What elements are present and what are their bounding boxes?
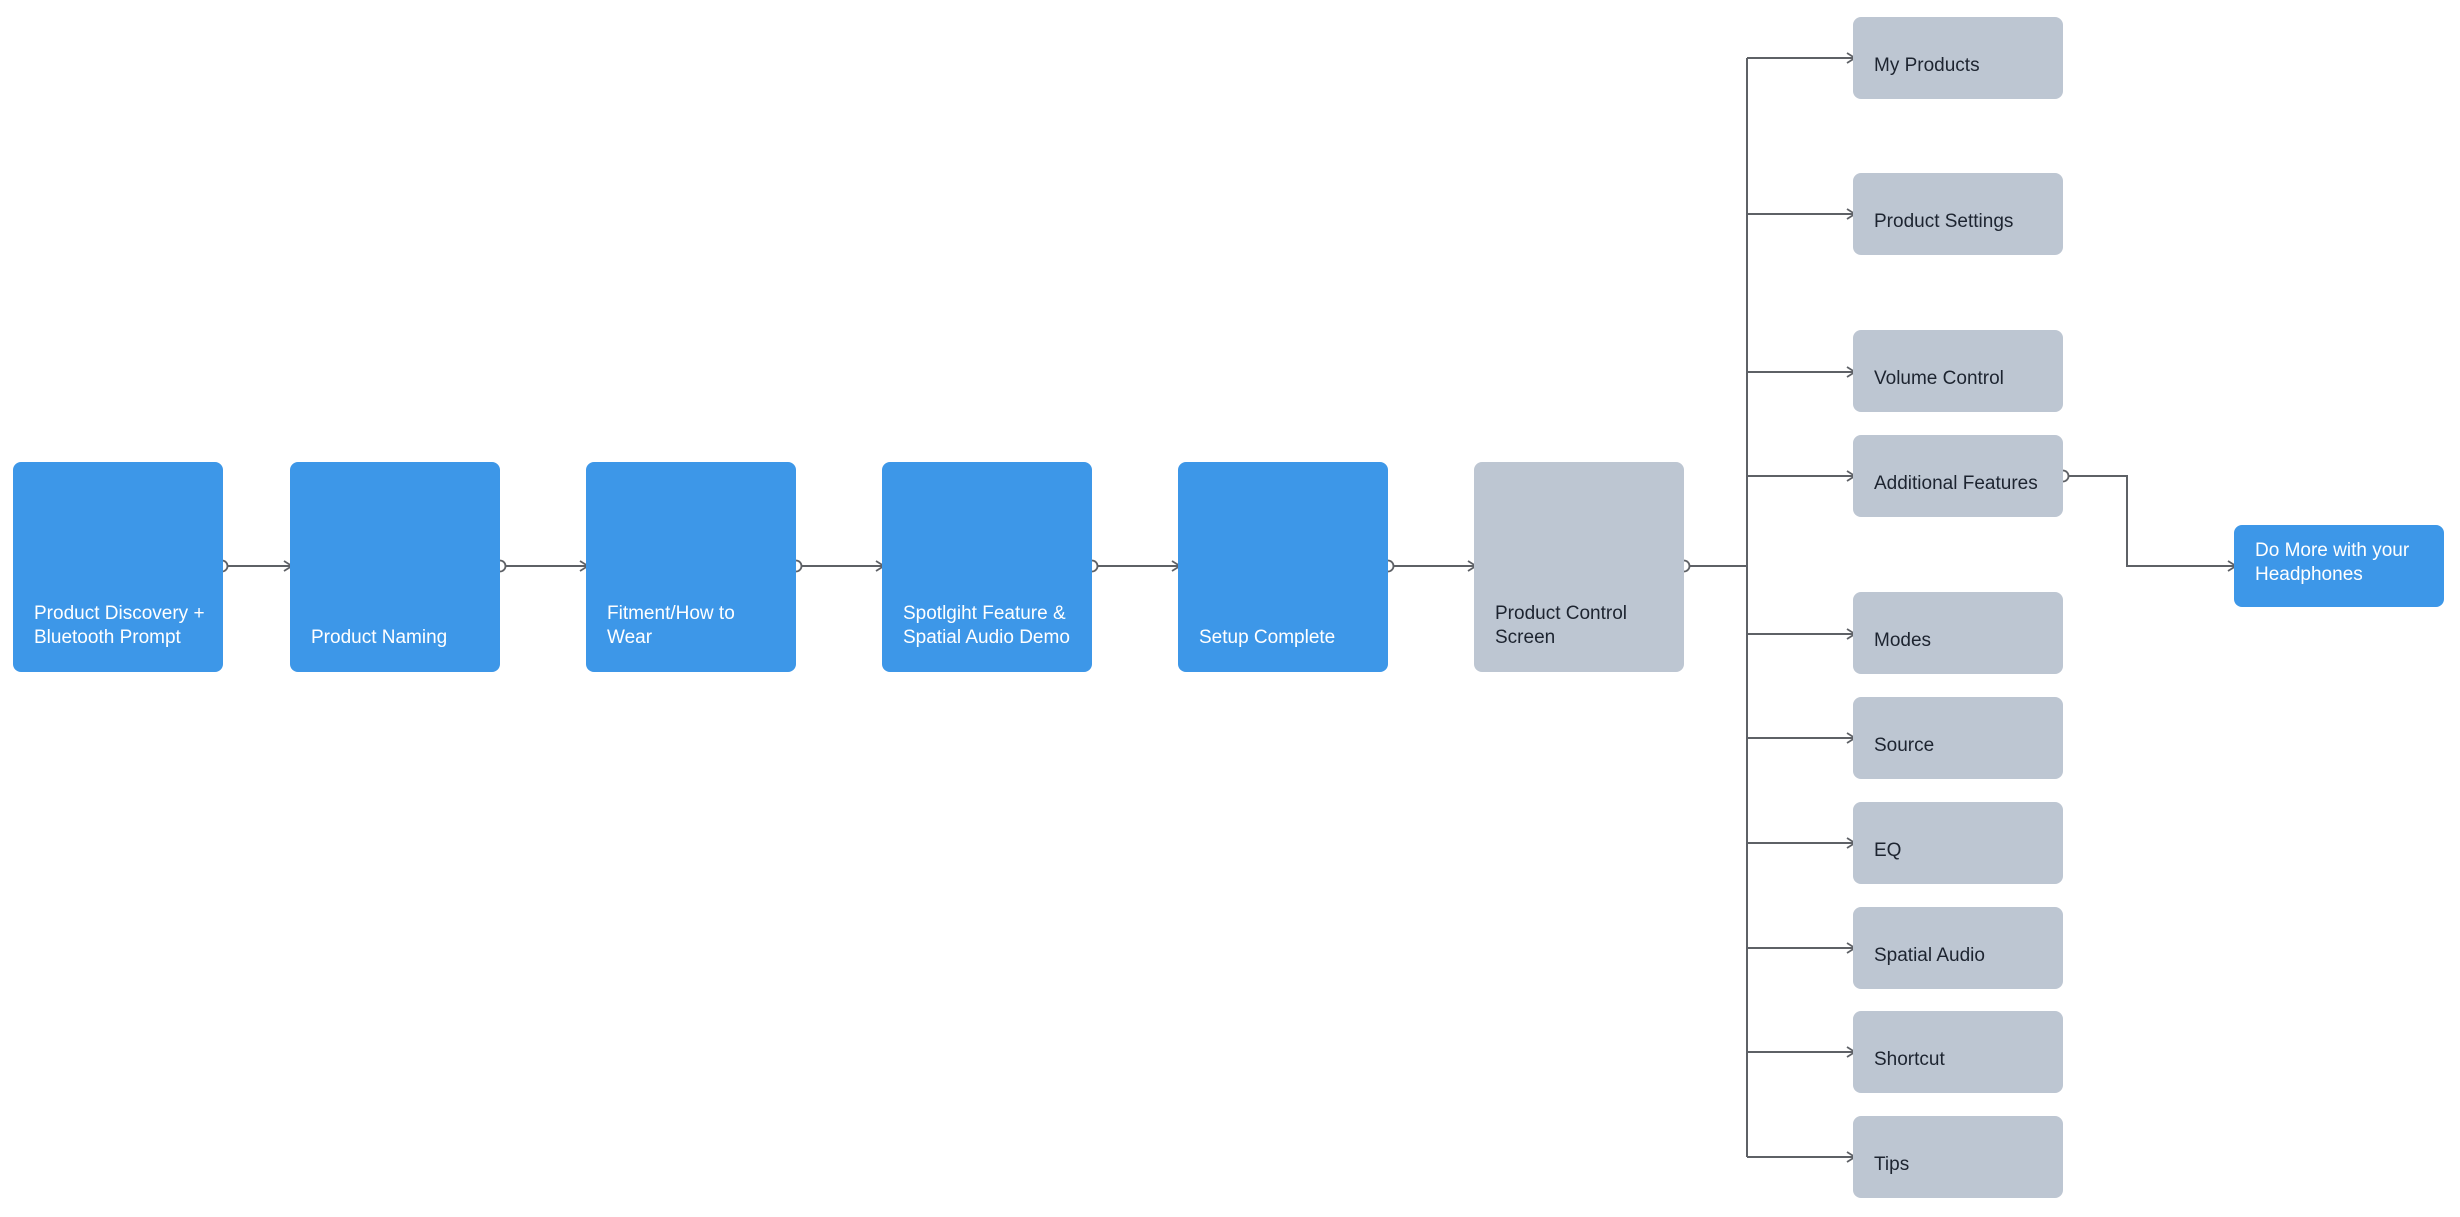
step-label: Product Naming xyxy=(311,627,448,648)
step-label: Product Discovery + Bluetooth Prompt xyxy=(34,603,205,648)
branch-modes[interactable]: Modes xyxy=(1853,592,2063,674)
step-product-discovery[interactable]: Product Discovery + Bluetooth Prompt xyxy=(13,462,223,672)
step-spotlight-feature[interactable]: Spotlgiht Feature & Spatial Audio Demo xyxy=(882,462,1092,672)
step-label: Product Control Screen xyxy=(1495,603,1628,648)
branch-volume-control[interactable]: Volume Control xyxy=(1853,330,2063,412)
branch-label: EQ xyxy=(1874,840,1902,861)
step-product-control-screen[interactable]: Product Control Screen xyxy=(1474,462,1684,672)
node-do-more-with-headphones[interactable]: Do More with your Headphones xyxy=(2234,525,2444,607)
branch-label: Volume Control xyxy=(1874,368,2004,389)
step-fitment[interactable]: Fitment/How to Wear xyxy=(586,462,796,672)
branch-additional-features[interactable]: Additional Features xyxy=(1853,435,2063,517)
branch-label: Product Settings xyxy=(1874,211,2014,232)
branch-tips[interactable]: Tips xyxy=(1853,1116,2063,1198)
step-label: Spotlgiht Feature & Spatial Audio Demo xyxy=(903,603,1070,648)
branch-label: Shortcut xyxy=(1874,1049,1945,1070)
branch-label: My Products xyxy=(1874,55,1980,76)
step-label: Setup Complete xyxy=(1199,627,1336,648)
branch-my-products[interactable]: My Products xyxy=(1853,17,2063,99)
connector-additional-to-do-more xyxy=(2063,475,2236,566)
node-label: Do More with your Headphones xyxy=(2255,540,2410,585)
branch-label: Additional Features xyxy=(1874,473,2038,494)
branch-eq[interactable]: EQ xyxy=(1853,802,2063,884)
step-label: Fitment/How to Wear xyxy=(607,603,735,648)
branch-label: Modes xyxy=(1874,630,1932,651)
branch-label: Tips xyxy=(1874,1154,1910,1175)
branch-shortcut[interactable]: Shortcut xyxy=(1853,1011,2063,1093)
branch-label: Source xyxy=(1874,735,1935,756)
step-product-naming[interactable]: Product Naming xyxy=(290,462,500,672)
branch-spatial-audio[interactable]: Spatial Audio xyxy=(1853,907,2063,989)
step-setup-complete[interactable]: Setup Complete xyxy=(1178,462,1388,672)
branch-source[interactable]: Source xyxy=(1853,697,2063,779)
branch-label: Spatial Audio xyxy=(1874,945,1985,966)
branch-product-settings[interactable]: Product Settings xyxy=(1853,173,2063,255)
